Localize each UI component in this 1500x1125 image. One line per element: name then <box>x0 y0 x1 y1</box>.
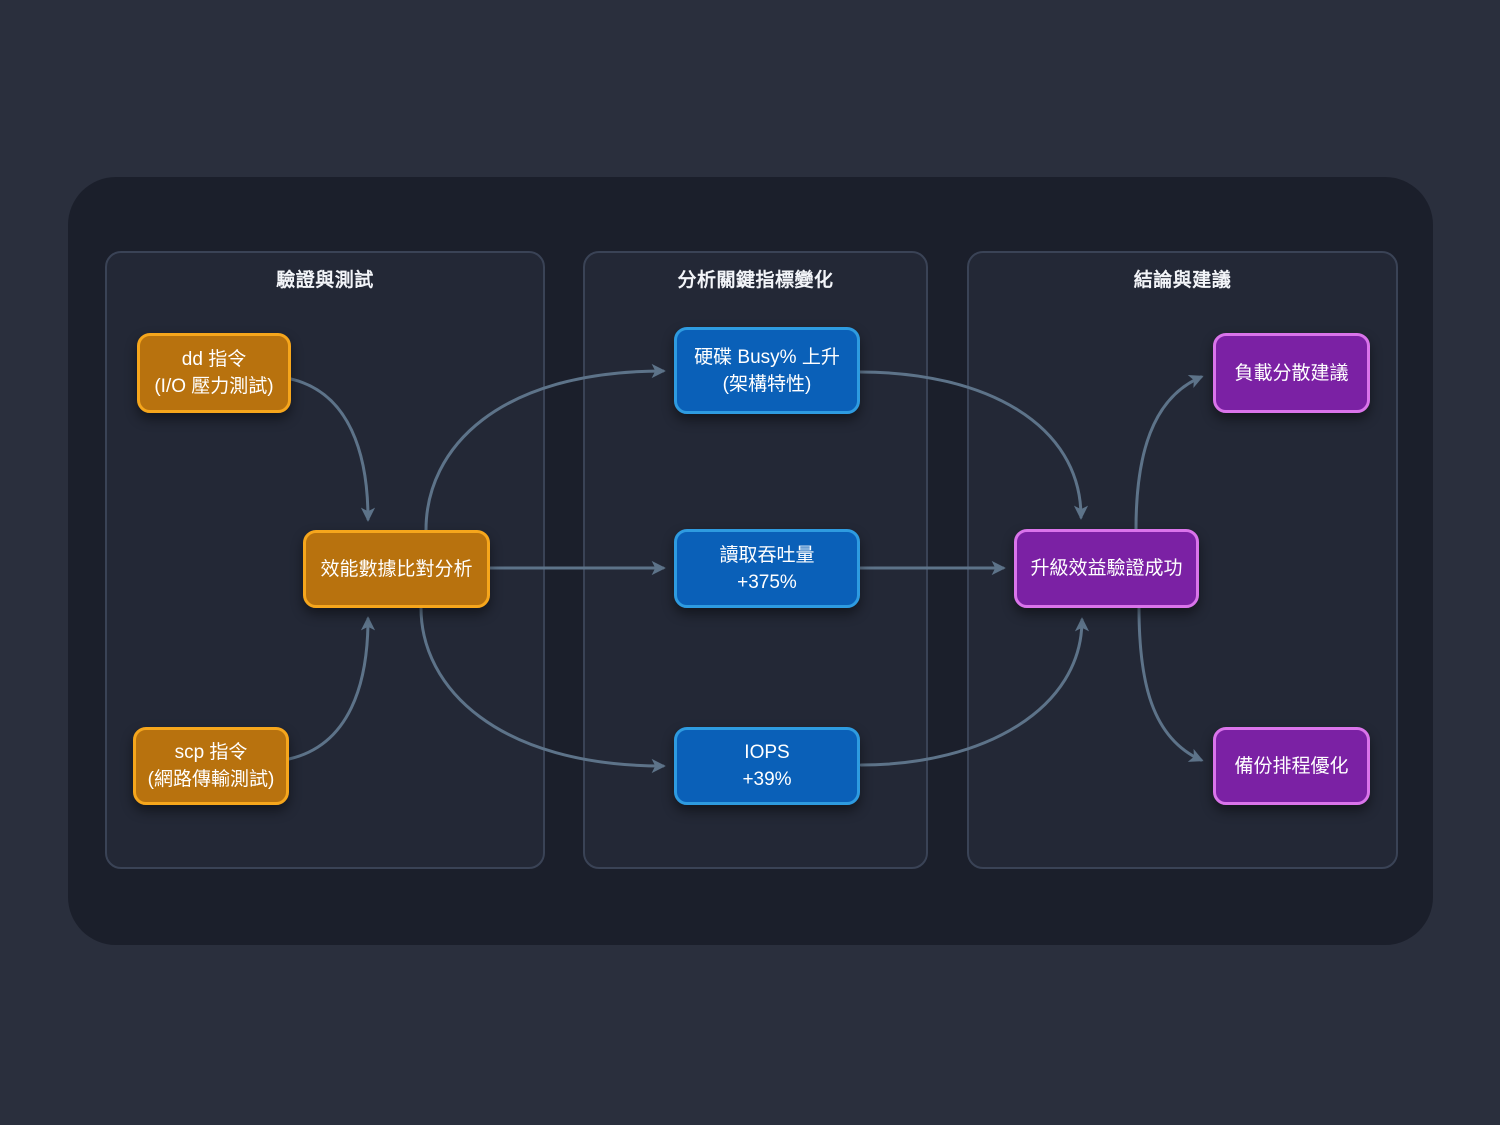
node-label-line: 硬碟 Busy% 上升 <box>694 346 840 368</box>
node-label-line: +375% <box>737 571 797 593</box>
node-label-line: 效能數據比對分析 <box>320 558 473 580</box>
node-upgrade-verified: 升級效益驗證成功 <box>1014 529 1199 608</box>
group-title: 分析關鍵指標變化 <box>677 270 834 291</box>
group-title: 結論與建議 <box>1133 270 1232 291</box>
node-disk-busy: 硬碟 Busy% 上升 (架構特性) <box>674 327 860 414</box>
node-label-line: IOPS <box>744 742 790 763</box>
node-label-line: (架構特性) <box>722 373 812 395</box>
node-read-throughput: 讀取吞吐量 +375% <box>674 529 860 608</box>
node-label-line: 負載分散建議 <box>1234 362 1349 384</box>
node-label-line: dd 指令 <box>181 349 247 370</box>
node-label-line: 升級效益驗證成功 <box>1030 558 1183 579</box>
node-dd-command: dd 指令 (I/O 壓力測試) <box>137 333 291 413</box>
node-scp-command: scp 指令 (網路傳輸測試) <box>133 727 289 805</box>
node-iops: IOPS +39% <box>674 727 860 805</box>
node-label-line: 備份排程優化 <box>1234 755 1349 777</box>
node-performance-comparison: 效能數據比對分析 <box>303 530 490 608</box>
node-backup-schedule-optimization: 備份排程優化 <box>1213 727 1370 805</box>
node-label-line: +39% <box>742 769 792 790</box>
node-label-line: (I/O 壓力測試) <box>154 376 274 397</box>
node-label-line: scp 指令 <box>174 742 248 763</box>
node-label-line: (網路傳輸測試) <box>147 769 275 790</box>
group-title: 驗證與測試 <box>276 270 374 291</box>
node-label-line: 讀取吞吐量 <box>719 544 815 566</box>
node-load-balancing-advice: 負載分散建議 <box>1213 333 1370 413</box>
